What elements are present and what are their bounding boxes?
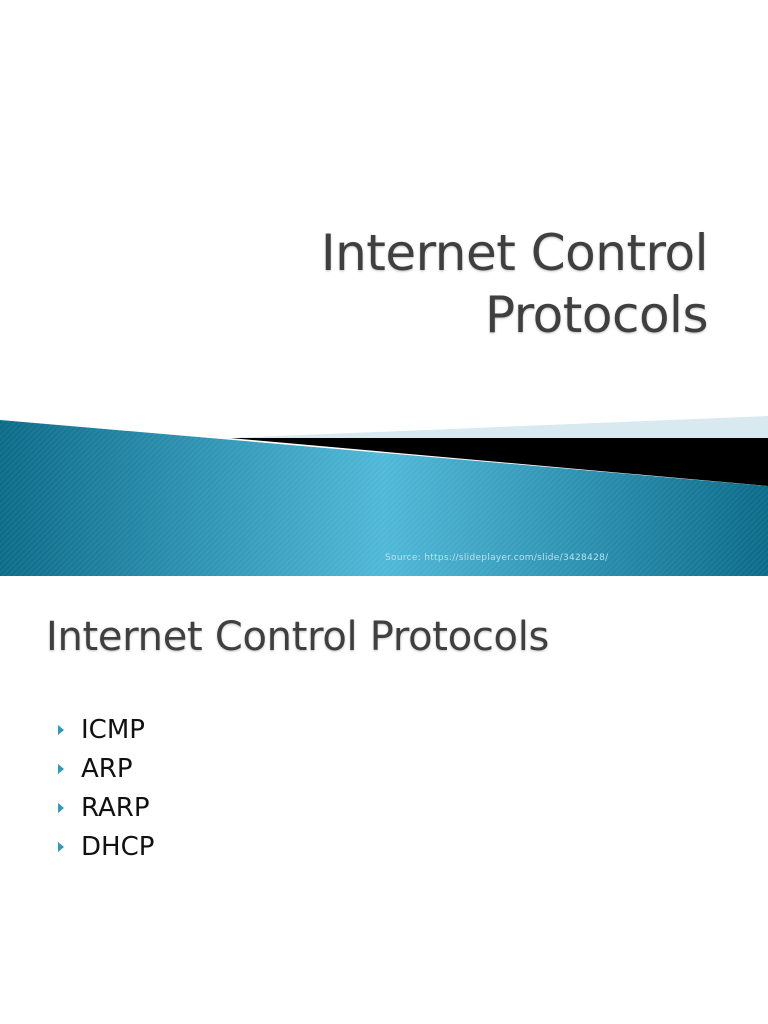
title-slide: Internet Control Protocols Source: https… — [0, 222, 768, 576]
list-item: RARP — [58, 788, 154, 827]
slide-title: Internet Control Protocols — [320, 222, 709, 346]
bullet-text: ICMP — [81, 714, 145, 745]
triangle-right-icon — [58, 802, 64, 813]
decorative-band — [0, 416, 768, 576]
title-line-1: Internet Control — [320, 224, 709, 282]
source-caption: Source: https://slideplayer.com/slide/34… — [385, 553, 609, 563]
bullet-text: ARP — [81, 753, 133, 784]
light-wedge — [230, 416, 768, 438]
triangle-right-icon — [58, 841, 64, 852]
bullet-list: ICMP ARP RARP DHCP — [58, 710, 154, 866]
triangle-right-icon — [58, 763, 64, 774]
bullet-text: RARP — [81, 792, 150, 823]
list-item: ARP — [58, 749, 154, 788]
list-item: ICMP — [58, 710, 154, 749]
list-item: DHCP — [58, 827, 154, 866]
black-wedge — [230, 438, 768, 486]
title-line-2: Protocols — [484, 286, 709, 344]
slide-heading: Internet Control Protocols — [46, 614, 550, 660]
bullet-text: DHCP — [81, 831, 155, 862]
triangle-right-icon — [58, 724, 64, 735]
content-slide: Internet Control Protocols ICMP ARP RARP… — [0, 576, 768, 1024]
